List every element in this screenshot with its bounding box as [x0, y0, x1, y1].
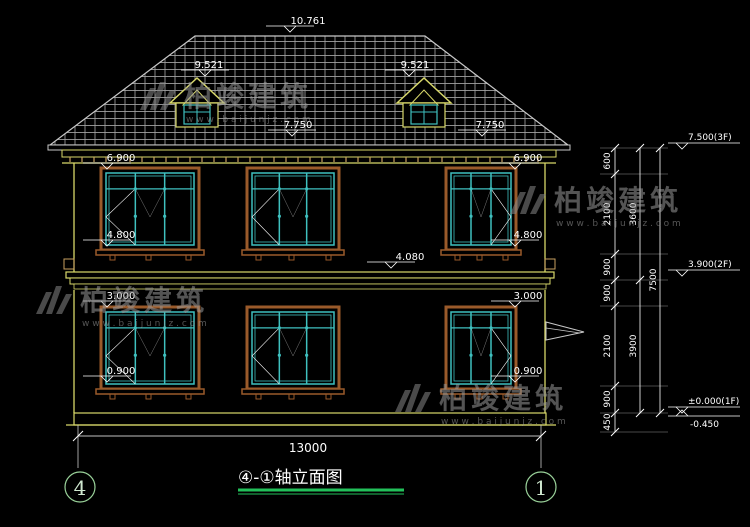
elevation-eave-right: 7.750 [458, 120, 506, 137]
plinth [66, 412, 556, 426]
overall-dimension: 13000 [72, 430, 547, 455]
title-underline [238, 488, 404, 495]
axis-bubble-1: 1 [525, 471, 557, 503]
elevation-belt-value: 4.080 [396, 252, 425, 263]
dim-inner-3: 900 [603, 284, 613, 301]
brand-logo-icon [510, 186, 546, 214]
elevation-win2-top-right: 6.900 [491, 153, 543, 170]
watermarks: 柏竣建筑 w w w . b a i j u n j z . c o m 柏竣建筑 w… [36, 80, 682, 427]
watermark-brand: 柏竣建筑 [554, 184, 682, 217]
axis-bubble-4: 4 [64, 471, 96, 503]
watermark-left: 柏竣建筑 w w w . b a i j u n j z . c o m [36, 284, 208, 329]
elevation-win2-top-right-value: 6.900 [514, 153, 543, 164]
elevation-dormer-right-value: 9.521 [401, 60, 430, 71]
dim-inner-6: 450 [603, 413, 613, 430]
level-floor-2f-value: 3.900(2F) [688, 260, 732, 270]
elevation-win1-bottom-left-value: 0.900 [107, 366, 136, 377]
elevation-eave-right-value: 7.750 [476, 120, 505, 131]
drawing-title: ④-①轴立面图 [238, 468, 343, 488]
dim-inner-2: 900 [603, 258, 613, 275]
watermark-url: w w w . b a i j u n j z . c o m [556, 219, 681, 229]
brand-logo-icon [140, 82, 176, 110]
elevation-win1-top-right: 3.000 [491, 291, 543, 308]
elevation-ridge: 10.761 [266, 16, 326, 33]
elevation-win1-top-left-value: 3.000 [107, 291, 136, 302]
windows [95, 166, 522, 400]
level-floor-2f: 3.900(2F) [668, 260, 740, 277]
dim-middle-1: 3900 [629, 334, 639, 357]
window-1f-center [241, 305, 345, 400]
watermark-url: w w w . b a i j u n j z . c o m [82, 319, 207, 329]
elevation-ridge-value: 10.761 [291, 16, 326, 27]
level-floor-1f-value: ±0.000(1F) [688, 397, 739, 407]
elevation-win2-bottom-left: 4.800 [83, 230, 136, 247]
elevation-marks: 10.761 9.521 9.521 7.750 7.750 6.900 6.900 4.80… [83, 16, 543, 383]
cornice [61, 149, 557, 162]
elevation-belt: 4.080 [367, 252, 425, 269]
dim-inner-0: 600 [603, 152, 613, 169]
watermark-brand: 柏竣建筑 [184, 80, 312, 113]
dim-inner-1: 2100 [603, 202, 613, 225]
watermark-right: 柏竣建筑 w w w . b a i j u n j z . c o m [510, 184, 682, 229]
watermark-url: w w w . b a i j u n j z . c o m [441, 417, 566, 427]
dormer-right [395, 76, 453, 128]
watermark-brand: 柏竣建筑 [80, 284, 208, 317]
level-floor-1f: ±0.000(1F) [668, 397, 740, 414]
dim-inner-4: 2100 [603, 334, 613, 357]
level-roof-3f-value: 7.500(3F) [688, 133, 732, 143]
window-2f-center [241, 166, 345, 261]
watermark-url: w w w . b a i j u n j z . c o m [186, 115, 311, 125]
elevation-win1-top-right-value: 3.000 [514, 291, 543, 302]
overall-width-label: 13000 [289, 441, 327, 455]
level-marks: 7.500(3F) 3.900(2F) ±0.000(1F) -0.450 [668, 133, 740, 430]
elevation-eave-left-value: 7.750 [284, 120, 313, 131]
dim-outer-0: 7500 [649, 268, 659, 291]
level-ground: -0.450 [668, 409, 740, 430]
elevation-win1-bottom-right: 0.900 [491, 366, 543, 383]
dim-middle-0: 3600 [629, 202, 639, 225]
elevation-win1-bottom-right-value: 0.900 [514, 366, 543, 377]
window-2f-left [95, 166, 205, 261]
window-1f-left [95, 305, 205, 400]
elevation-win2-bottom-left-value: 4.800 [107, 230, 136, 241]
elevation-dormer-left: 9.521 [181, 60, 229, 77]
axis-lines [77, 425, 542, 468]
elevation-win2-bottom-right-value: 4.800 [514, 230, 543, 241]
side-canopy [545, 321, 585, 341]
brand-logo-icon [395, 384, 431, 412]
elevation-win2-bottom-right: 4.800 [491, 230, 543, 247]
watermark-bottom: 柏竣建筑 w w w . b a i j u n j z . c o m [395, 382, 567, 427]
dormer-left [168, 76, 226, 128]
belt-course [63, 258, 556, 290]
elevation-win2-top-left: 6.900 [83, 153, 136, 170]
brand-logo-icon [36, 286, 72, 314]
axis-label-1: 1 [535, 476, 548, 500]
elevation-dormer-left-value: 9.521 [195, 60, 224, 71]
elevation-dormer-right: 9.521 [385, 60, 433, 77]
window-2f-right [440, 166, 522, 261]
dim-inner-5: 900 [603, 390, 613, 407]
vertical-dimension-chain: 600 2100 900 900 2100 900 450 3600 3900 7500 [600, 143, 668, 437]
level-roof-3f: 7.500(3F) [668, 133, 740, 150]
elevation-win2-top-left-value: 6.900 [107, 153, 136, 164]
elevation-win1-top-left: 3.000 [83, 291, 136, 308]
elevation-win1-bottom-left: 0.900 [83, 366, 136, 383]
level-ground-value: -0.450 [690, 420, 719, 430]
elevation-eave-left: 7.750 [268, 120, 316, 137]
axis-label-4: 4 [74, 476, 87, 500]
window-1f-right [440, 305, 522, 400]
walls [62, 162, 556, 413]
watermark-brand: 柏竣建筑 [439, 382, 567, 415]
watermark-top: 柏竣建筑 w w w . b a i j u n j z . c o m [140, 80, 312, 125]
